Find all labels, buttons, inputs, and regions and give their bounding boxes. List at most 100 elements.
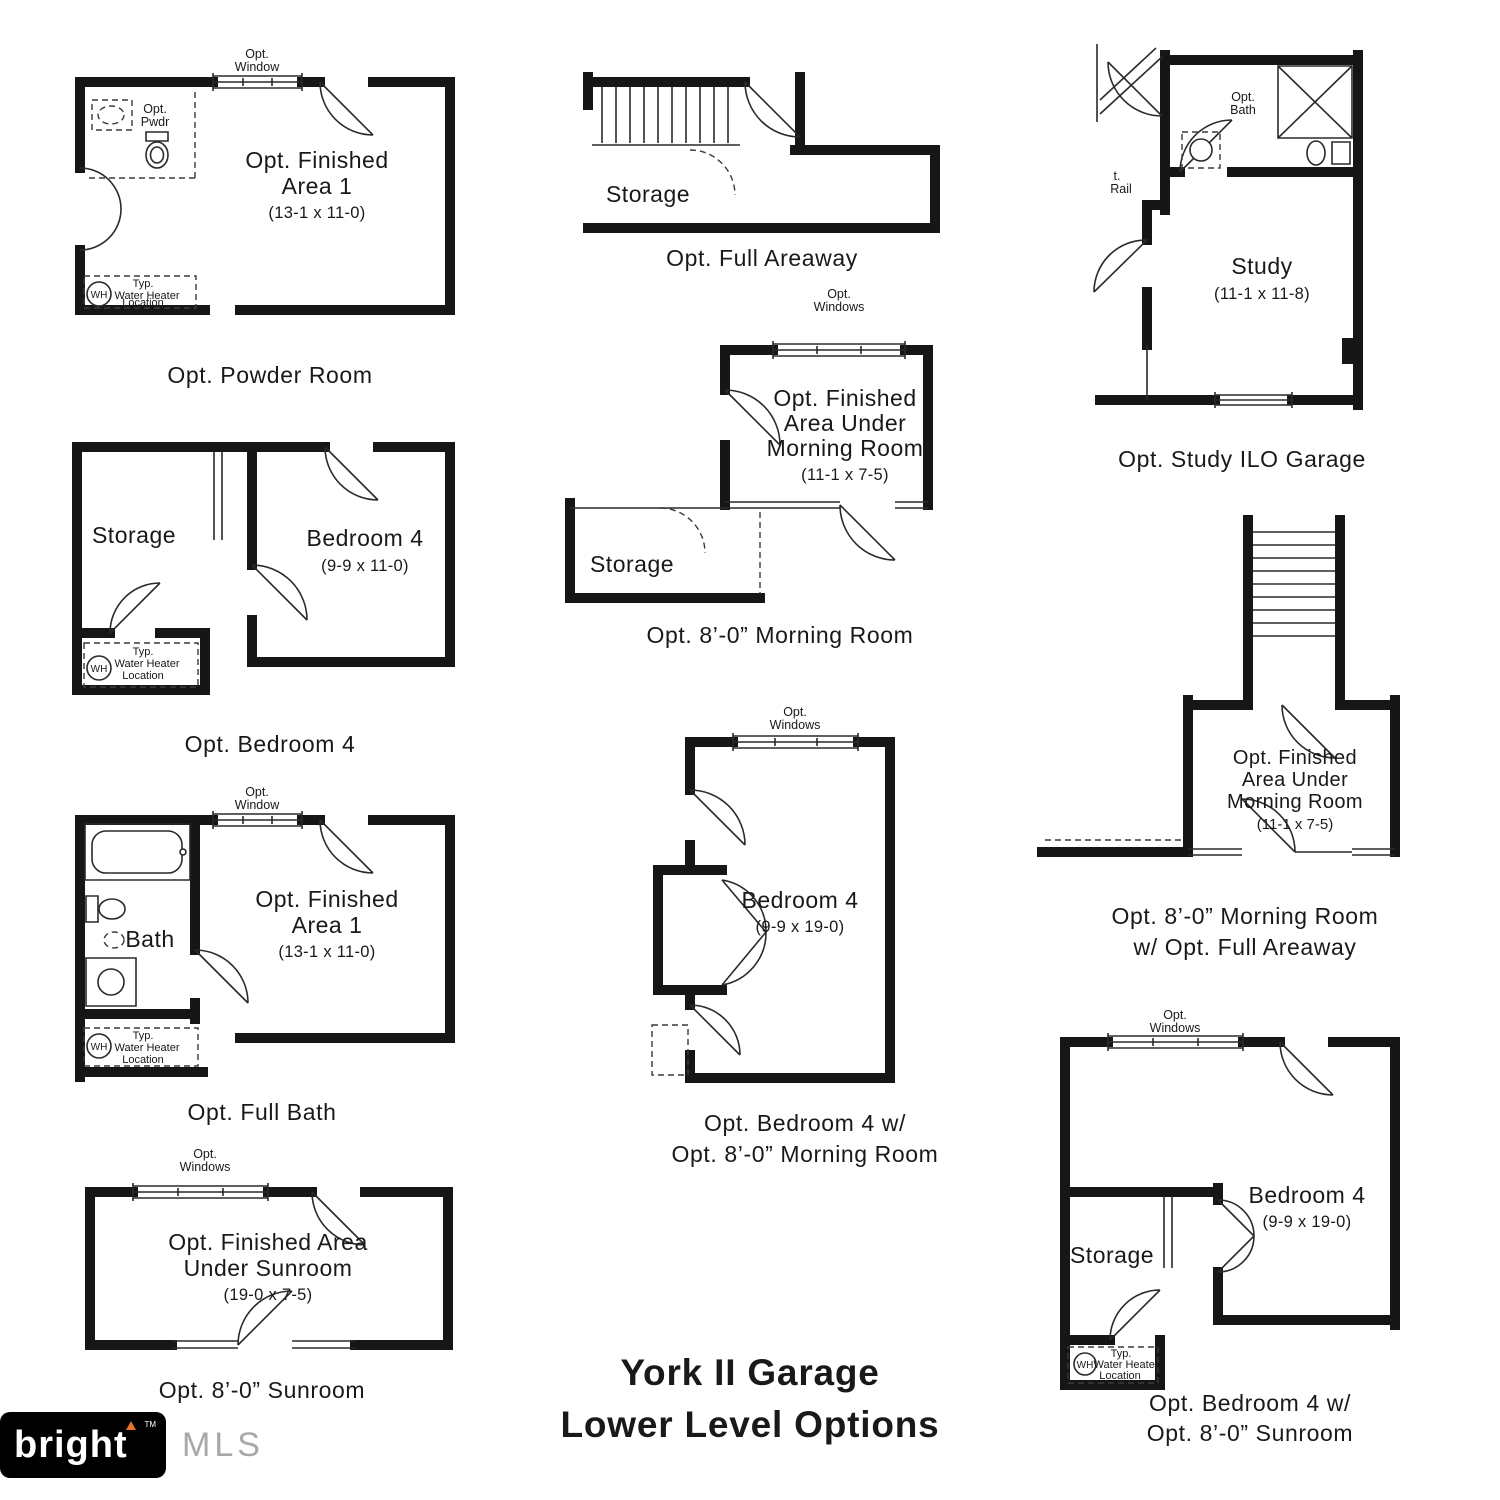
plan-opt-full-bath: WH Typ. Water Heater Location Opt. Windo…	[75, 785, 455, 1125]
plan-opt-sunroom: Opt. Windows Opt. Finished Area Under Su…	[85, 1147, 453, 1403]
plan-opt-bedroom4-sunroom: WH Typ. Water Heater Location Opt. Windo…	[1060, 1008, 1400, 1446]
stairs	[1096, 44, 1164, 400]
bath-label: Bath	[125, 926, 174, 952]
area-dims: (19-0 x 7-5)	[224, 1286, 313, 1304]
room-label: Bedroom 4	[741, 887, 858, 913]
lower-door-swing	[1241, 798, 1296, 853]
room-dims: (11-1 x 11-8)	[1214, 285, 1310, 303]
plan-caption: Opt. Full Areaway	[666, 245, 858, 271]
opt-window-label-2: Window	[235, 60, 280, 74]
wh-typ-label: Typ.	[133, 1030, 154, 1042]
room-label: Bedroom 4	[306, 525, 423, 551]
door-swing	[324, 446, 379, 501]
plan-caption: Opt. Full Bath	[187, 1099, 336, 1125]
opt-window-label-1: Opt.	[245, 47, 269, 61]
walls	[85, 1187, 453, 1350]
opt-pwdr-label-1: Opt.	[143, 102, 167, 116]
wh-waterheater-label: Water Heater	[114, 1042, 179, 1054]
stairs-door-swing	[1281, 704, 1336, 759]
entry-door-swing	[1107, 61, 1163, 117]
plan-opt-morning-room: Opt. Windows Opt. Finished Area Under Mo…	[565, 287, 933, 648]
plan-opt-morning-room-areaway: Opt. Finished Area Under Morning Room (1…	[1037, 515, 1400, 960]
opt-windows-label-1: Opt.	[783, 705, 807, 719]
water-heater-circle	[86, 1033, 112, 1059]
plan-caption-1: Opt. 8’-0” Morning Room	[1112, 903, 1379, 929]
opt-windows-label-2: Windows	[770, 718, 821, 732]
storage-door-swing	[109, 582, 161, 634]
door-swing	[1279, 1041, 1334, 1096]
study-door-swing	[1093, 239, 1148, 293]
closet-door-lines	[213, 452, 223, 540]
mls-logo-text: MLS	[182, 1425, 264, 1464]
utility-outline	[651, 1024, 689, 1076]
toilet-bowl	[98, 898, 126, 920]
trademark-symbol: TM	[144, 1420, 156, 1429]
storage-label: Storage	[606, 181, 690, 207]
toilet-seat	[149, 146, 165, 164]
area-label-1: Opt. Finished	[255, 886, 398, 912]
rail-label-2: Rail	[1110, 182, 1132, 196]
sill-lines	[1188, 848, 1395, 856]
wh-waterheater-label: Water Heater	[1093, 1359, 1158, 1371]
storage-door-swing	[1109, 1289, 1161, 1341]
rail-label-1: t.	[1114, 169, 1121, 183]
window-symbol	[772, 341, 906, 359]
walls	[1037, 515, 1400, 857]
plan-opt-powder-room: WH Typ. Water Heater Location Opt. Windo…	[75, 47, 455, 388]
stairs	[592, 87, 740, 146]
wh-waterheater-label: Water Heater	[114, 658, 179, 670]
wh-label: WH	[1077, 1360, 1094, 1371]
sill-lines	[570, 501, 928, 509]
wh-typ-label: Typ.	[1111, 1348, 1132, 1360]
wh-label: WH	[91, 1042, 108, 1053]
sheet-title-line-1: York II Garage	[620, 1352, 879, 1393]
lower-door-swing	[839, 504, 896, 561]
area-label-3: Morning Room	[1227, 791, 1363, 813]
door-swing	[311, 1191, 366, 1246]
room-dims: (9-9 x 19-0)	[756, 918, 845, 936]
walls	[75, 77, 455, 315]
plan-caption-2: Opt. 8’-0” Morning Room	[672, 1141, 939, 1167]
opt-windows-label-2: Windows	[1150, 1021, 1201, 1035]
area-label-1: Opt. Finished	[773, 385, 916, 411]
flame-icon	[126, 1421, 136, 1430]
bedroom-door-swing	[251, 564, 308, 621]
sink-fixture	[97, 105, 125, 125]
water-heater-box	[1067, 1346, 1159, 1384]
walls	[653, 737, 895, 1083]
walls	[1060, 1037, 1400, 1390]
wh-typ-label: Typ.	[133, 278, 154, 290]
wh-label: WH	[91, 290, 108, 301]
plan-opt-study-ilo-garage: Opt. Bath t. Rail Study (11-1 x 11-8) Op…	[1093, 44, 1365, 472]
walls	[583, 72, 940, 233]
sheet-title-line-2: Lower Level Options	[560, 1404, 939, 1445]
storage-label: Storage	[92, 522, 176, 548]
plan-caption: Opt. Powder Room	[167, 362, 372, 388]
wh-waterheater-label: Water Heater	[114, 290, 179, 302]
opt-bath-label-1: Opt.	[1231, 90, 1255, 104]
wh-location-label: Location	[1099, 1370, 1141, 1382]
upper-door-swing	[689, 789, 746, 846]
storage-opening-arc	[659, 507, 761, 594]
area-label-1: Opt. Finished	[245, 147, 388, 173]
water-heater-box	[83, 275, 197, 309]
opt-window-label-2: Window	[235, 798, 280, 812]
laundry-tub	[85, 957, 137, 1007]
tub-faucet	[179, 848, 187, 856]
window-symbol	[1107, 1033, 1244, 1051]
opt-window-label-1: Opt.	[245, 785, 269, 799]
door-swing	[724, 389, 781, 446]
lower-door-swing	[689, 1004, 741, 1056]
area-label-1: Opt. Finished	[1233, 747, 1357, 769]
window-symbol	[212, 73, 303, 91]
bright-logo-text: bright	[14, 1423, 128, 1466]
storage-label: Storage	[590, 551, 674, 577]
walls	[565, 345, 933, 603]
storage-label: Storage	[1070, 1242, 1154, 1268]
walls	[75, 815, 455, 1082]
toilet-bowl	[145, 141, 169, 169]
area-label-2: Area 1	[292, 912, 363, 938]
plan-caption-1: Opt. Bedroom 4 w/	[704, 1110, 906, 1136]
